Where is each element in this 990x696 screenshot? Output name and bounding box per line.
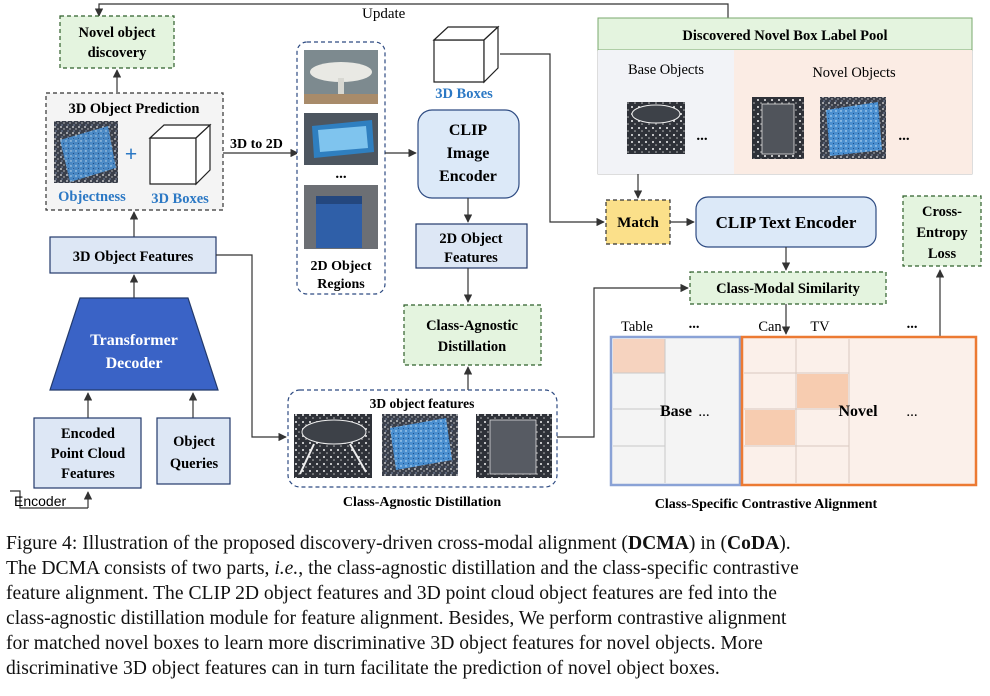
agnostic-line1: Class-Agnostic	[426, 318, 518, 334]
caption-line-6: discriminative 3D object features can in…	[6, 658, 720, 679]
clip-text-label: CLIP Text Encoder	[716, 213, 857, 232]
match-box: Match	[605, 199, 671, 245]
agnostic-caption: Class-Agnostic Distillation	[343, 495, 502, 510]
pool-novel-label: Novel Objects	[812, 65, 896, 81]
loss-box: Cross- Entropy Loss	[902, 195, 982, 267]
arrow-features-to-group	[216, 254, 287, 442]
regions-dots: ...	[335, 166, 347, 182]
col-dots-2: ...	[907, 316, 918, 332]
similarity-box: Class-Modal Similarity	[689, 271, 887, 305]
cube-icon	[148, 123, 212, 186]
caption-line-3: feature alignment. The CLIP 2D object fe…	[6, 583, 777, 604]
caption-line-4: class-agnostic distillation module for f…	[6, 608, 787, 629]
encoder-connector	[10, 490, 88, 509]
objectness-image	[54, 121, 118, 183]
update-connector	[94, 3, 729, 18]
base-label: Base	[660, 403, 692, 420]
pool-novel-image1	[752, 97, 804, 159]
agnostic-line2: Distillation	[438, 339, 506, 355]
prediction-title: 3D Object Prediction	[68, 101, 199, 117]
queries-line1: Object	[173, 434, 215, 450]
object-queries-box: Object Queries	[156, 417, 231, 485]
col-can-label: Can	[758, 319, 782, 335]
clip-image-encoder: CLIP Image Encoder	[417, 109, 520, 199]
region-image-table	[304, 50, 378, 104]
loss-line2: Entropy	[916, 225, 968, 241]
encoded-line2: Point Cloud	[51, 446, 126, 462]
decoder-line1: Transformer	[90, 332, 178, 349]
arrow-boxes-to-match	[500, 53, 605, 227]
novel-matrix: Novel ...	[740, 335, 978, 487]
top-boxes-label: 3D Boxes	[435, 86, 493, 102]
col-dots-1: ...	[689, 316, 700, 332]
col-table-label: Table	[621, 319, 653, 335]
clip-image-line2: Image	[447, 145, 490, 162]
prediction-group: 3D Object Prediction + Objectness 3D Box…	[45, 92, 224, 211]
pool-title: Discovered Novel Box Label Pool	[682, 28, 887, 44]
encoded-features-box: Encoded Point Cloud Features	[33, 417, 142, 489]
encoded-line3: Features	[61, 466, 115, 482]
pc-can-image	[476, 414, 552, 478]
plus-sign: +	[125, 141, 138, 166]
figure-diagram: Update Novel object discovery 3D Object …	[10, 3, 982, 512]
caption-line-2: The DCMA consists of two parts, i.e., th…	[6, 558, 799, 579]
similarity-label: Class-Modal Similarity	[716, 281, 861, 297]
region-image-tv	[304, 113, 378, 165]
encoded-line1: Encoded	[61, 426, 115, 442]
encoder-label: Encoder	[14, 493, 66, 509]
novel-discovery-line1: Novel object	[79, 25, 156, 41]
update-label: Update	[362, 6, 406, 22]
3d-object-features-label: 3D Object Features	[73, 249, 194, 265]
pool-base-dots: ...	[696, 128, 708, 144]
specific-caption: Class-Specific Contrastive Alignment	[655, 497, 878, 512]
prediction-boxes-label: 3D Boxes	[151, 191, 209, 207]
transformer-decoder: Transformer Decoder	[49, 297, 219, 391]
3d-features-group: 3D object features	[287, 389, 558, 488]
pc-tv-image	[382, 414, 458, 476]
novel-discovery-line2: discovery	[88, 45, 148, 61]
loss-line3: Loss	[928, 246, 957, 262]
features-group-title: 3D object features	[370, 396, 475, 411]
2d-object-features-box: 2D Object Features	[415, 223, 528, 269]
pool-novel-dots: ...	[898, 128, 910, 144]
figure-caption: Figure 4: Illustration of the proposed d…	[6, 531, 988, 681]
caption-line-1: Figure 4: Illustration of the proposed d…	[6, 533, 791, 554]
clip-image-line3: Encoder	[439, 168, 497, 185]
caption-line-5: for matched novel boxes to learn more di…	[6, 633, 763, 654]
novel-dots: ...	[906, 404, 917, 420]
pool-base-label: Base Objects	[628, 62, 704, 78]
2d-regions-group: ... 2D Object Regions	[296, 41, 386, 295]
2d-features-line2: Features	[444, 250, 498, 266]
regions-label-line1: 2D Object	[310, 259, 371, 274]
2d-features-line1: 2D Object	[439, 231, 502, 247]
agnostic-distillation-box: Class-Agnostic Distillation	[403, 304, 542, 366]
pc-table-image	[294, 414, 372, 478]
base-dots: ...	[698, 404, 709, 420]
col-tv-label: TV	[810, 319, 830, 335]
clip-text-encoder: CLIP Text Encoder	[695, 196, 877, 248]
pool-base-image	[627, 102, 685, 154]
loss-line1: Cross-	[922, 204, 962, 220]
boxes-cube-icon	[432, 25, 500, 84]
3d-object-features-box: 3D Object Features	[49, 236, 217, 274]
clip-image-line1: CLIP	[449, 122, 487, 139]
regions-label-line2: Regions	[317, 277, 365, 292]
objectness-label: Objectness	[58, 189, 126, 205]
3d-to-2d-label: 3D to 2D	[230, 137, 283, 152]
base-matrix: Base ...	[609, 335, 742, 487]
queries-line2: Queries	[170, 456, 219, 472]
label-pool: Discovered Novel Box Label Pool Base Obj…	[597, 17, 973, 175]
decoder-line2: Decoder	[106, 355, 163, 372]
match-label: Match	[617, 215, 659, 231]
novel-label: Novel	[838, 403, 878, 420]
region-image-can	[304, 185, 378, 249]
arrow-group-to-similarity	[557, 283, 689, 438]
novel-discovery-box: Novel object discovery	[59, 15, 175, 69]
pool-novel-image2	[820, 97, 886, 159]
